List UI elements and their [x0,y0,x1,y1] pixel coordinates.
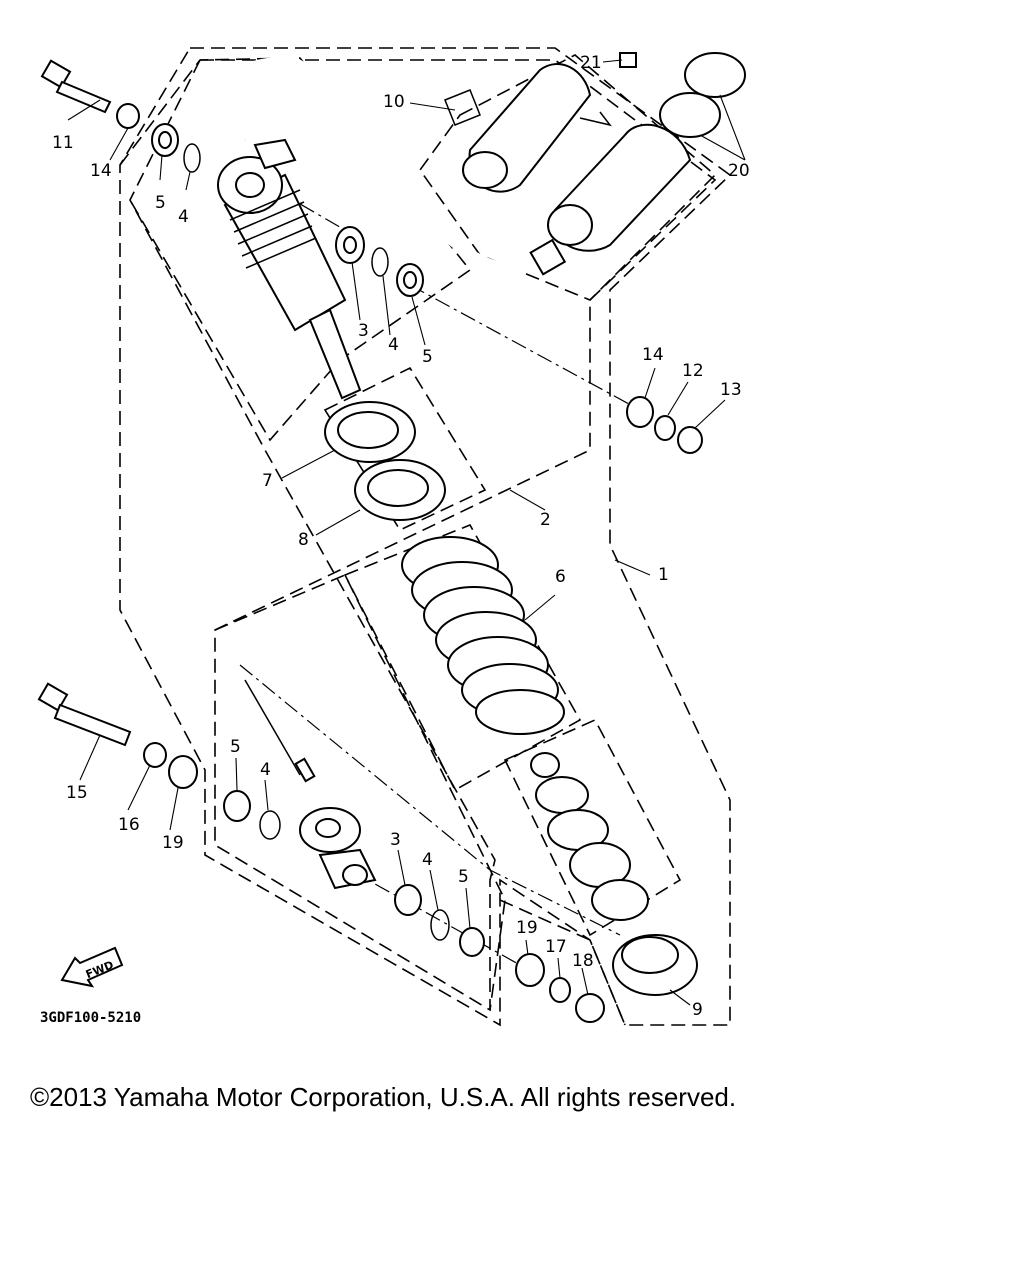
washer-16 [143,742,167,768]
callout-2: 2 [540,510,551,530]
clamp-20 [659,52,746,138]
callout-3-lower: 3 [390,830,401,850]
shock-absorber-body [217,138,362,400]
clevis-outline [214,573,506,1011]
callout-14-right: 14 [642,345,664,365]
washer-14-left [116,103,140,129]
washer-17 [549,977,571,1003]
callout-11: 11 [52,133,74,153]
upper-bolt-11 [40,59,112,114]
shock-body-outline [119,57,472,442]
lower-clevis [244,679,377,890]
bump-stop [530,752,649,921]
lower-collar-3 [394,884,422,916]
bumpstop-outline [503,718,682,937]
locknut-8 [354,459,446,521]
spring-seat-9 [612,934,698,996]
callout-5-upper-right: 5 [422,347,433,367]
lower-circlip-4-left [259,810,281,840]
nut-13 [677,426,703,454]
callout-4-lower-right: 4 [422,850,433,870]
locknut-7 [324,401,416,463]
callout-18: 18 [572,951,594,971]
upper-bearing-5 [396,263,424,297]
spring-seat-outline [499,899,626,1026]
callout-1: 1 [658,565,669,585]
callout-4-lower-left: 4 [260,760,271,780]
fwd-arrow-icon: FWD [60,946,124,988]
collar-19-right [515,953,545,987]
callout-8: 8 [298,530,309,550]
washer-12 [654,415,676,441]
upper-circlip-4-left [183,143,201,173]
spring-6 [401,536,565,735]
upper-circlip-4 [371,247,389,277]
leader-lines [67,59,746,1006]
callout-3-upper: 3 [358,321,369,341]
callout-13: 13 [720,380,742,400]
callout-19-right: 19 [516,918,538,938]
rear-suspension-exploded-diagram: FWD 3GDF100-5210 1 2 3 3 4 4 4 4 5 5 5 5… [37,47,750,1027]
alignment-line-lower [239,664,621,936]
part-code: 3GDF100-5210 [40,1010,141,1026]
assembly-outline-1 [119,47,732,1027]
callout-15: 15 [66,783,88,803]
upper-bearing-5-left [151,123,179,157]
lower-bearing-5 [459,927,485,957]
alignment-line-upper [409,284,641,411]
screw-21 [619,52,637,68]
lower-bolt-15 [37,682,132,747]
callout-16: 16 [118,815,140,835]
callout-17: 17 [545,937,567,957]
lower-bearing-5-left [223,790,251,822]
callout-20: 20 [728,161,750,181]
collar-14-right [626,396,654,428]
callout-7: 7 [262,471,273,491]
lower-circlip-4 [430,909,450,941]
alignment-line-top [249,174,346,231]
callout-10: 10 [383,92,405,112]
upper-collar-3 [335,226,365,264]
callout-6: 6 [555,567,566,587]
callout-5-lower-right: 5 [458,867,469,887]
callout-5-upper-left: 5 [155,193,166,213]
callout-4-upper-right: 4 [388,335,399,355]
reservoir-hose-inner [225,56,548,274]
nut-18 [575,993,605,1023]
collar-19-left [168,755,198,789]
alignment-line-bolt [349,869,521,966]
callout-4-upper-left: 4 [178,207,189,227]
callout-12: 12 [682,361,704,381]
callout-5-lower-left: 5 [230,737,241,757]
callout-9: 9 [692,1000,703,1020]
reservoir-10 [444,63,692,276]
callout-21: 21 [580,53,602,73]
assembly-outline-2 [129,59,717,1012]
copyright-notice: ©2013 Yamaha Motor Corporation, U.S.A. A… [30,1082,737,1112]
reservoir-outline [419,54,717,301]
callout-19-left: 19 [162,833,184,853]
callout-14-left: 14 [90,161,112,181]
